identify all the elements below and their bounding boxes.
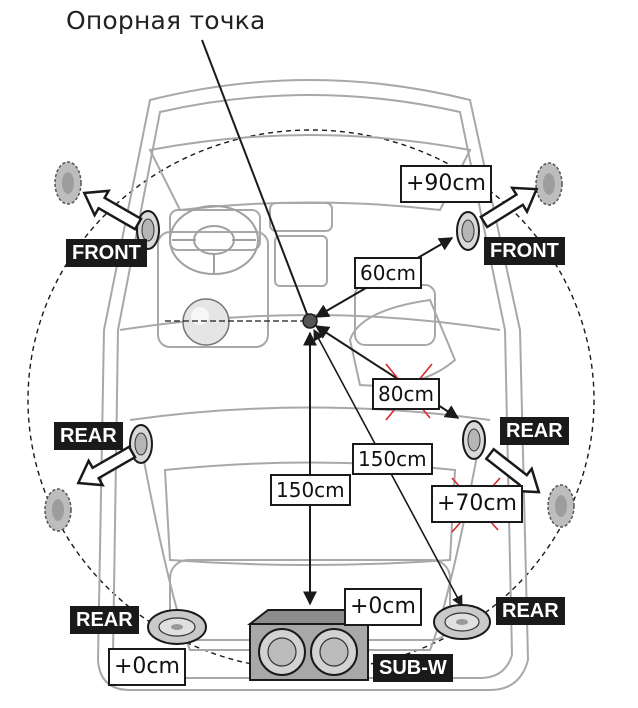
virtual-speaker-rear-left	[44, 488, 72, 532]
offset-rear-bottom-left: +0cm	[108, 648, 186, 686]
subwoofer-box	[247, 609, 369, 681]
label-rear-right: REAR	[500, 417, 569, 445]
steering-wheel	[169, 205, 259, 275]
label-front-left: FRONT	[66, 239, 147, 267]
label-front-right: FRONT	[484, 237, 565, 265]
virtual-speaker-rear-right	[547, 484, 575, 528]
distance-subwoofer: 150cm	[270, 474, 351, 506]
label-rear-bottom-right: REAR	[496, 597, 565, 625]
label-rear-left: REAR	[54, 422, 123, 450]
offset-subwoofer: +0cm	[344, 588, 422, 626]
offset-front-right: +90cm	[400, 165, 492, 203]
reference-point	[302, 313, 318, 329]
distance-front-right: 60cm	[354, 257, 422, 289]
speaker-rear-bottom-right	[433, 604, 491, 640]
distance-rear-right-crossed: 80cm	[372, 378, 440, 410]
arrow-front-left	[82, 189, 143, 231]
virtual-speaker-front-right	[535, 162, 563, 206]
distance-lines	[303, 237, 463, 607]
title-leader-line	[201, 39, 311, 323]
offset-rear-right: +70cm	[431, 485, 523, 523]
speaker-front-right	[456, 211, 480, 251]
virtual-speaker-front-left	[54, 161, 82, 205]
arrow-rear-left	[76, 445, 137, 487]
speaker-rear-right	[462, 420, 486, 460]
label-rear-bottom-left: REAR	[70, 606, 139, 634]
label-subwoofer: SUB-W	[373, 654, 453, 682]
speaker-rear-left	[129, 424, 153, 464]
speaker-rear-bottom-left	[147, 609, 207, 645]
distance-rear-bottom-right: 150cm	[352, 443, 433, 475]
arrow-rear-right	[484, 447, 541, 494]
arrow-front-right	[479, 186, 539, 229]
reference-point-title: Опорная точка	[66, 6, 266, 35]
